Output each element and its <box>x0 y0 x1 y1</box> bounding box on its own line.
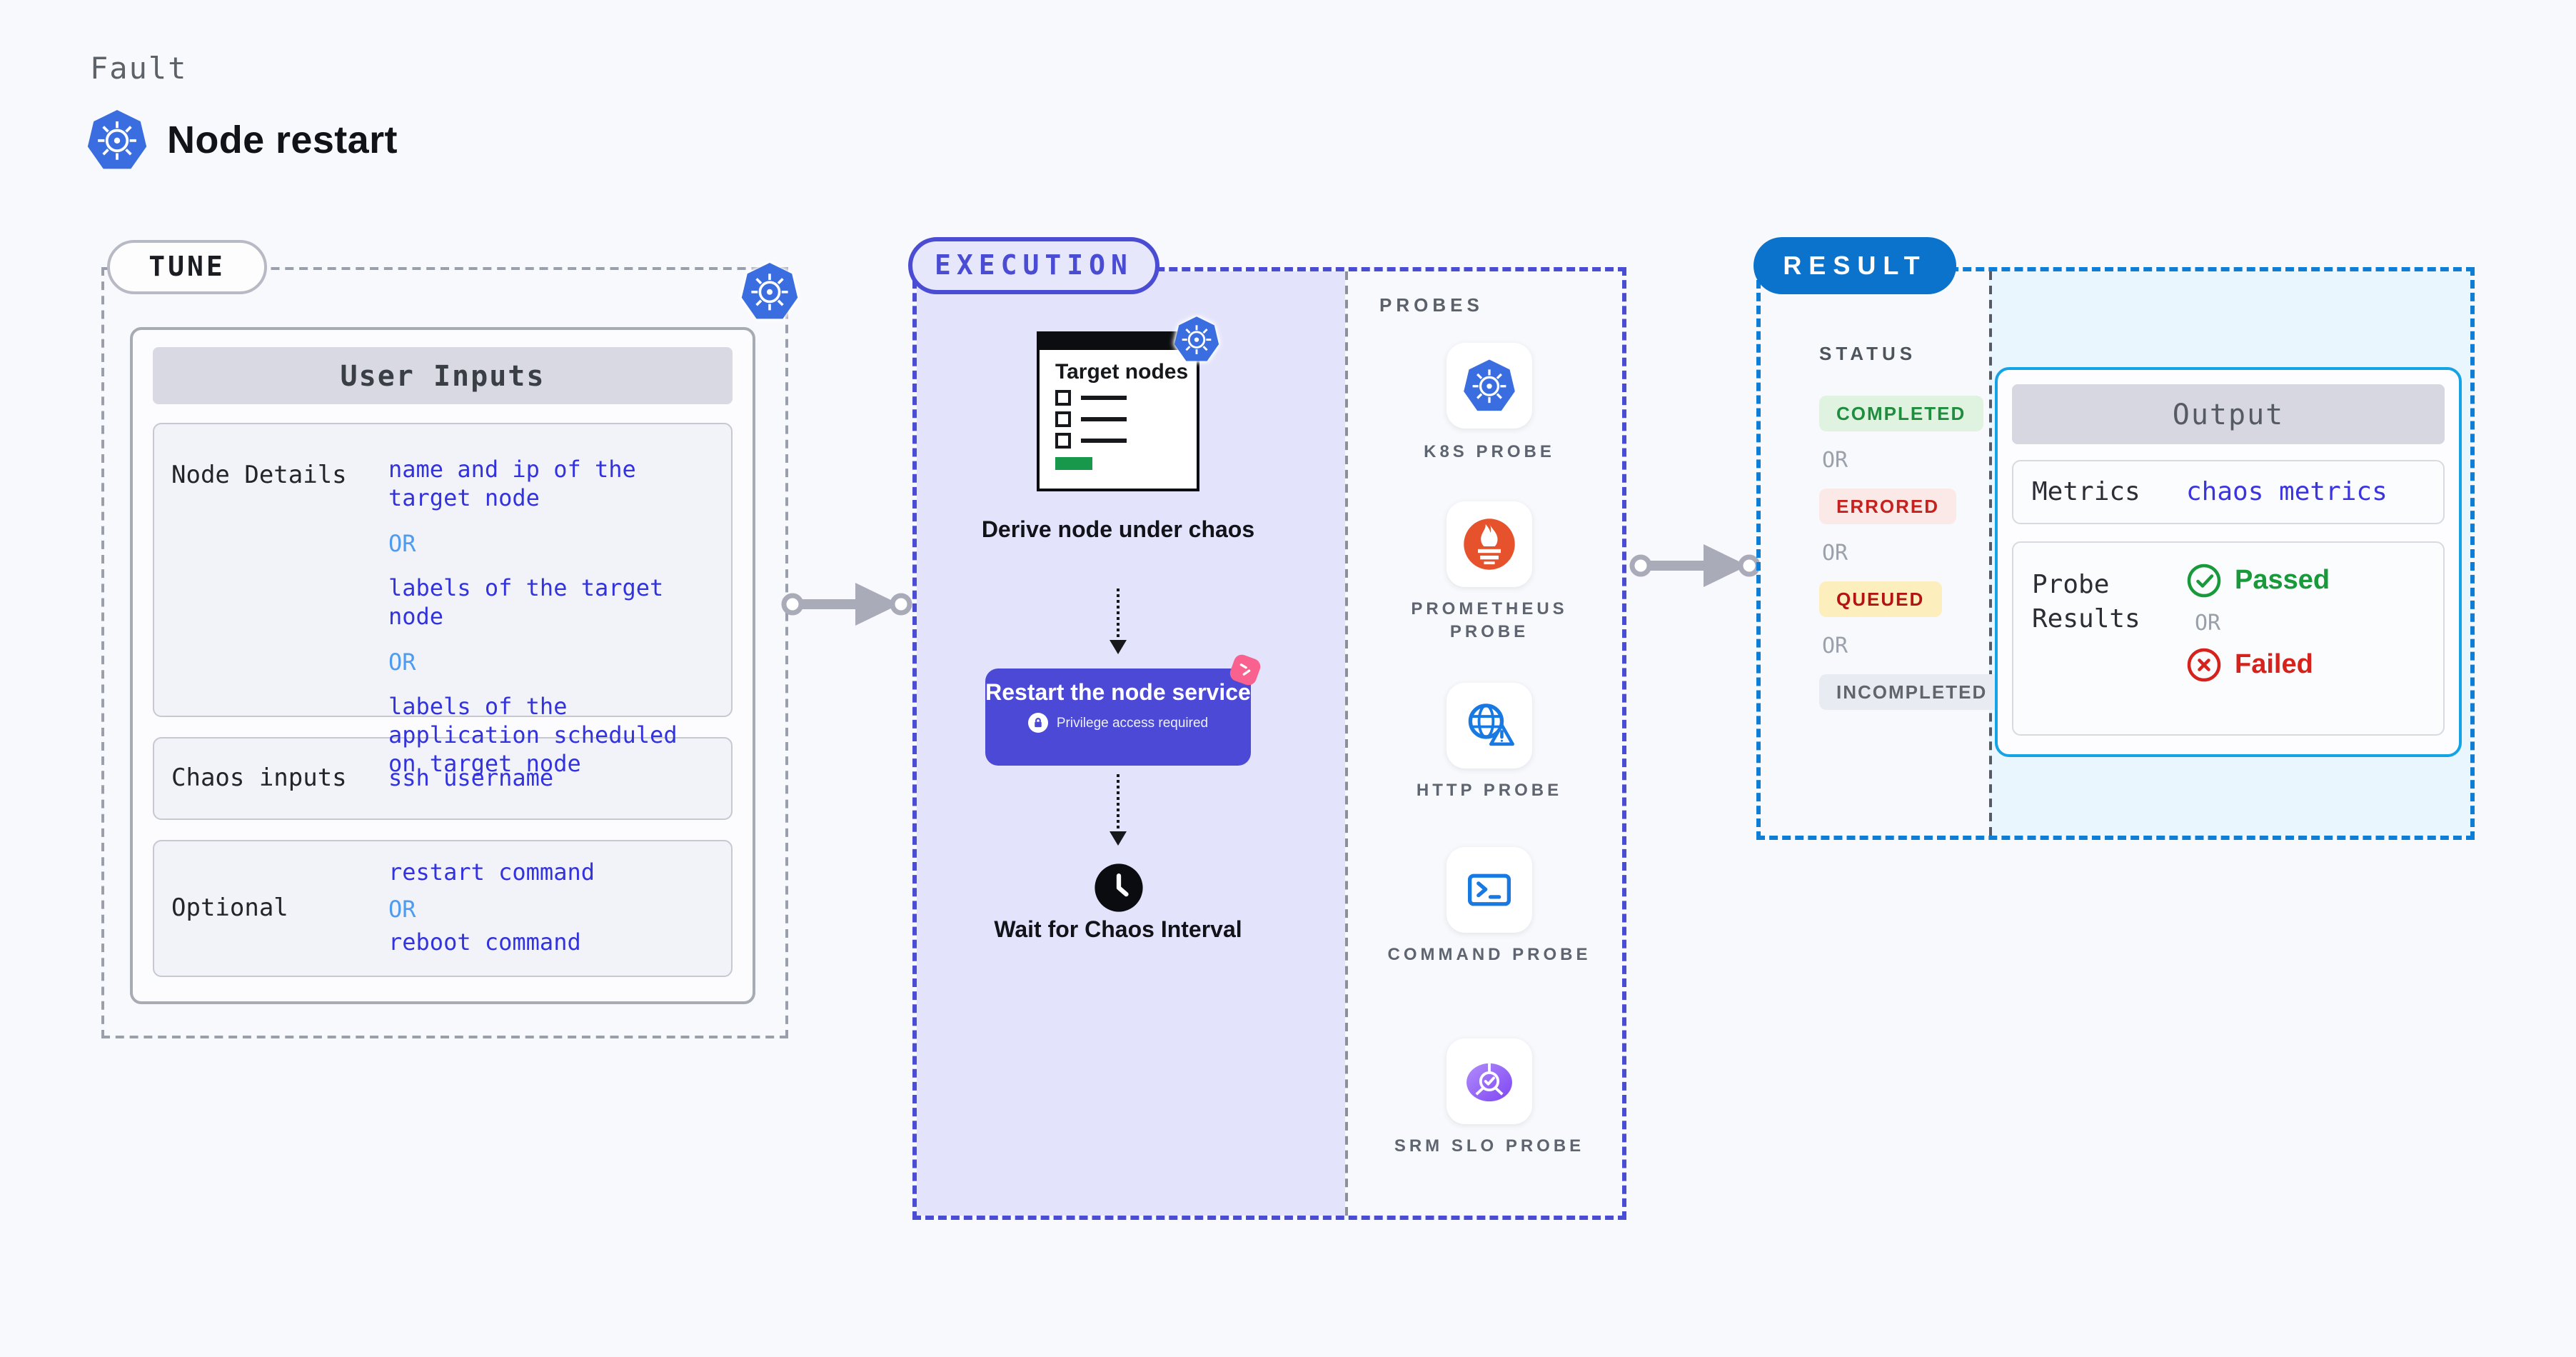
status-column: STATUS COMPLETED OR ERRORED OR QUEUED OR… <box>1819 343 2005 710</box>
output-title: Output <box>2012 384 2445 444</box>
page-title-row: Node restart <box>87 109 398 171</box>
line-placeholder <box>1081 396 1127 400</box>
metrics-value: chaos metrics <box>2186 477 2388 507</box>
step-derive-label: Derive node under chaos <box>981 519 1255 543</box>
target-card-title: Target nodes <box>1055 360 1189 384</box>
node-checkbox-row <box>1055 390 1197 406</box>
user-inputs-card: User Inputs Node Details name and ip of … <box>130 327 755 1004</box>
probe-card-k8s <box>1447 343 1532 429</box>
checkbox-icon <box>1055 411 1071 427</box>
row-value: name and ip of the target node <box>388 456 636 511</box>
progress-bar <box>1055 457 1092 470</box>
table-row-node-details: Node Details name and ip of the target n… <box>153 423 733 777</box>
probe-card-command <box>1447 847 1532 933</box>
arrow-down-icon <box>1110 589 1127 654</box>
checkbox-icon <box>1055 433 1071 449</box>
status-output-divider <box>1989 271 1992 836</box>
probe-card-srm-slo <box>1447 1038 1532 1124</box>
restart-step-title: Restart the node service <box>985 681 1251 706</box>
probe-results-label: Probe Results <box>2032 570 2140 634</box>
status-heading: STATUS <box>1819 343 1917 364</box>
restart-node-service-step: Restart the node service Privilege acces… <box>985 669 1251 766</box>
kubernetes-icon <box>1462 359 1516 413</box>
row-value: reboot command <box>388 928 581 955</box>
row-label: Chaos inputs <box>171 764 347 793</box>
node-checkbox-row <box>1055 433 1197 449</box>
passed-result: Passed <box>2186 563 2425 599</box>
terminal-icon <box>1462 863 1516 917</box>
or-separator: OR <box>388 649 416 676</box>
result-tag: RESULT <box>1754 237 1956 294</box>
page-title: Node restart <box>167 118 398 161</box>
row-label: Optional <box>171 894 288 923</box>
prometheus-icon <box>1462 517 1516 571</box>
table-row-optional: Optional restart command OR reboot comma… <box>153 840 733 977</box>
or-separator: OR <box>1822 633 1848 659</box>
kubernetes-icon <box>741 261 798 321</box>
x-circle-icon <box>2186 647 2222 683</box>
failed-label: Failed <box>2235 649 2313 679</box>
probe-results-row: Probe Results Passed OR Failed <box>2012 541 2445 736</box>
kubernetes-icon <box>87 109 147 171</box>
row-value: ssh username <box>388 764 554 791</box>
line-placeholder <box>1081 417 1127 421</box>
or-separator: OR <box>1822 447 1848 473</box>
status-badge-completed: COMPLETED <box>1819 396 1983 431</box>
probe-card-http <box>1447 683 1532 768</box>
metrics-row: Metrics chaos metrics <box>2012 460 2445 524</box>
output-card: Output Metrics chaos metrics Probe Resul… <box>1995 367 2462 757</box>
clock-icon <box>1094 863 1144 913</box>
target-card-topbar <box>1040 334 1197 350</box>
execution-probes-divider <box>1345 271 1348 1216</box>
execution-section: Target nodes Derive node under chaos Res… <box>912 267 1626 1220</box>
failed-result: Failed <box>2186 647 2425 683</box>
probes-heading: PROBES <box>1379 294 1484 316</box>
or-separator: OR <box>388 895 416 922</box>
probe-label: COMMAND PROBE <box>1387 944 1591 964</box>
srm-slo-donut-icon <box>1462 1054 1516 1108</box>
row-value: labels of the target node <box>388 574 664 630</box>
status-badge-incompleted: INCOMPLETED <box>1819 674 2005 710</box>
probe-card-prometheus <box>1447 501 1532 587</box>
arrow-right-icon <box>1629 544 1761 587</box>
tune-section <box>101 267 788 1038</box>
probe-label: HTTP PROBE <box>1416 780 1563 800</box>
http-globe-icon <box>1462 698 1516 753</box>
step-wait-label: Wait for Chaos Interval <box>994 918 1242 943</box>
table-row-chaos-inputs: Chaos inputs ssh username <box>153 737 733 820</box>
or-separator: OR <box>1822 540 1848 566</box>
or-separator: OR <box>388 530 416 557</box>
or-separator: OR <box>2195 610 2221 636</box>
arrow-down-icon <box>1110 774 1127 846</box>
probe-label: SRM SLO PROBE <box>1394 1136 1585 1156</box>
privilege-note: Privilege access required <box>1056 715 1209 731</box>
lock-icon <box>1028 713 1048 733</box>
fault-eyebrow: Fault <box>90 51 188 86</box>
execution-tag: EXECUTION <box>908 237 1159 294</box>
metrics-label: Metrics <box>2032 477 2140 507</box>
node-checkbox-row <box>1055 411 1197 427</box>
probe-label: PROMETHEUS PROBE <box>1411 599 1568 641</box>
chaos-pink-icon <box>1225 650 1265 690</box>
checkbox-icon <box>1055 390 1071 406</box>
target-nodes-card: Target nodes <box>1037 331 1199 491</box>
tune-tag: TUNE <box>107 240 267 294</box>
check-circle-icon <box>2186 563 2222 599</box>
result-section: STATUS COMPLETED OR ERRORED OR QUEUED OR… <box>1756 267 2475 840</box>
user-inputs-title: User Inputs <box>153 347 733 404</box>
row-value: restart command <box>388 858 595 885</box>
status-badge-queued: QUEUED <box>1819 581 1942 617</box>
passed-label: Passed <box>2235 565 2330 595</box>
line-placeholder <box>1081 439 1127 443</box>
kubernetes-icon <box>1174 316 1219 363</box>
status-badge-errored: ERRORED <box>1819 489 1957 524</box>
row-value: labels of the application scheduled on t… <box>388 693 678 777</box>
probe-label: K8S PROBE <box>1424 441 1555 461</box>
row-label: Node Details <box>171 461 347 490</box>
arrow-right-icon <box>781 583 912 626</box>
